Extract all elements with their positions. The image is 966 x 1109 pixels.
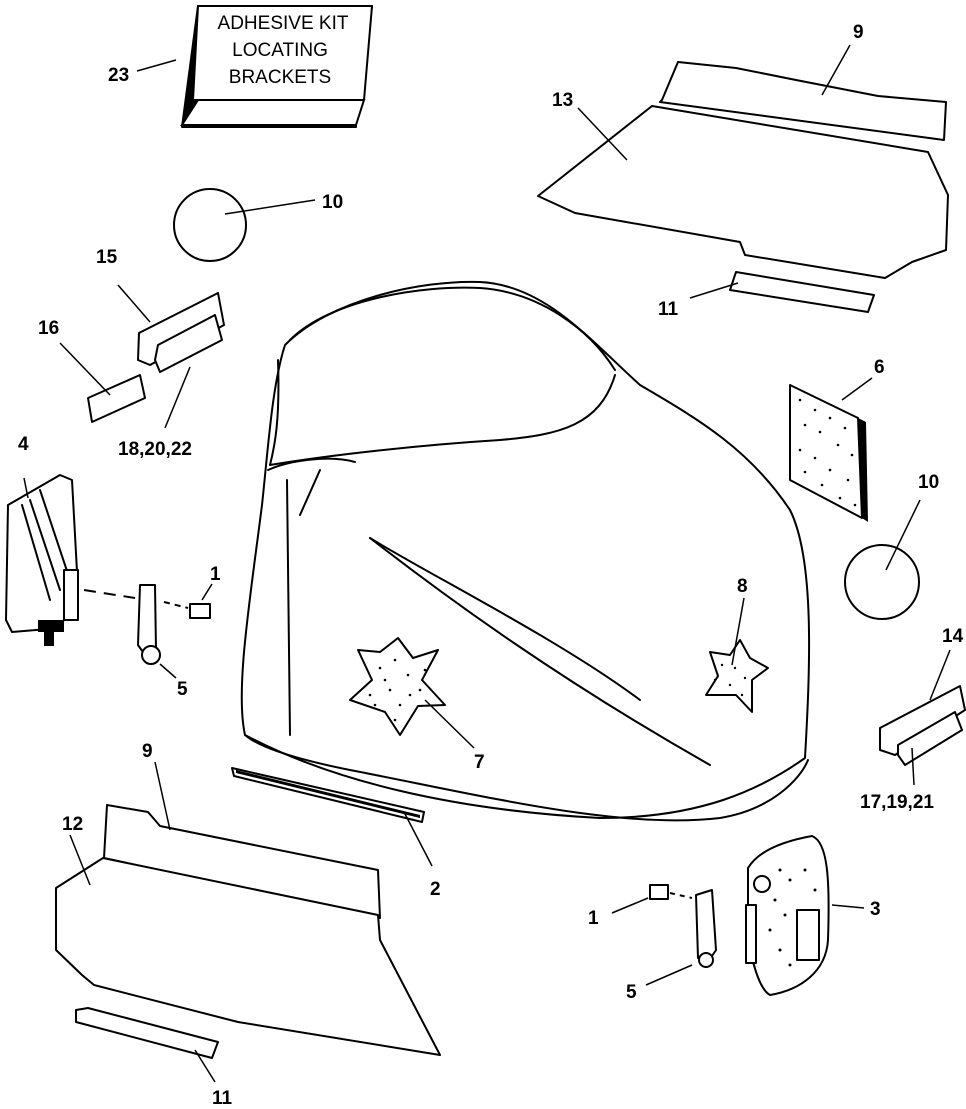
bracket-left (137, 584, 211, 665)
leader-7 (424, 699, 475, 749)
callout-10-lower: 10 (918, 472, 939, 493)
leader-23 (136, 59, 177, 72)
leader-11-upper (689, 282, 739, 299)
leader-18 (164, 366, 191, 429)
callout-8: 8 (737, 576, 748, 597)
adhesive-kit-label-2: LOCATING (232, 40, 328, 61)
callout-9-upper: 9 (853, 22, 864, 43)
leader-3 (831, 904, 865, 909)
leader-9-lower (154, 761, 171, 831)
leader-1-left (201, 583, 213, 601)
adhesive-kit-label-3: BRACKETS (229, 67, 331, 88)
star-decal-large (349, 637, 446, 736)
callout-1-left: 1 (210, 564, 221, 585)
callout-15: 15 (96, 247, 118, 268)
decal-disc-upper (173, 188, 247, 262)
leader-9-upper (821, 44, 851, 96)
dashed-line-4 (83, 589, 136, 599)
leader-8 (731, 597, 745, 666)
callout-13: 13 (552, 90, 573, 111)
leader-13 (577, 107, 628, 161)
callout-5-right: 5 (626, 982, 637, 1003)
callout-17-19-21: 17,19,21 (860, 792, 934, 813)
leader-4 (23, 477, 29, 499)
callout-14: 14 (942, 626, 964, 647)
leader-11-lower (194, 1049, 216, 1083)
callout-7: 7 (474, 752, 485, 773)
callout-3: 3 (870, 899, 881, 920)
callout-23: 23 (108, 65, 129, 86)
callout-4: 4 (18, 434, 29, 455)
callout-12: 12 (62, 814, 83, 835)
side-panel-upper (537, 61, 949, 313)
callout-11-upper: 11 (658, 299, 679, 320)
side-panel-lower (55, 804, 441, 1059)
callout-5-left: 5 (177, 679, 188, 700)
bracket-right (649, 884, 717, 968)
leader-10-lower (885, 499, 921, 571)
star-decal-small (705, 639, 769, 713)
leader-17 (911, 747, 915, 786)
adhesive-kit-box: ADHESIVE KIT LOCATING BRACKETS (180, 5, 373, 128)
leader-14 (929, 649, 951, 701)
engine-cowl (240, 280, 811, 822)
leader-15 (117, 284, 151, 323)
seal-strip (231, 767, 425, 823)
callout-11-lower: 11 (212, 1088, 233, 1109)
decal-pad-left (87, 292, 225, 423)
leader-5-right (645, 964, 693, 986)
callout-16: 16 (38, 318, 59, 339)
latch-housing (5, 474, 79, 646)
callout-2: 2 (430, 879, 441, 900)
leader-6 (841, 377, 873, 401)
latch-plate (745, 835, 830, 996)
foam-pad (789, 384, 868, 522)
leader-12 (69, 834, 91, 886)
callout-18-20-22: 18,20,22 (118, 439, 192, 460)
callout-9-lower: 9 (142, 741, 153, 762)
adhesive-kit-label-1: ADHESIVE KIT (218, 13, 349, 34)
leader-5-left (159, 663, 177, 679)
leader-2 (403, 811, 433, 867)
dashed-line-1-right (669, 892, 693, 899)
leader-1-right (611, 897, 649, 914)
callout-10-upper: 10 (322, 192, 343, 213)
leader-10-upper (224, 199, 316, 215)
leader-16 (59, 342, 111, 396)
dashed-line-1 (163, 601, 189, 609)
decal-disc-lower (844, 544, 920, 620)
callout-1-right: 1 (588, 908, 599, 929)
callout-6: 6 (874, 357, 885, 378)
decal-pad-right (879, 685, 966, 766)
